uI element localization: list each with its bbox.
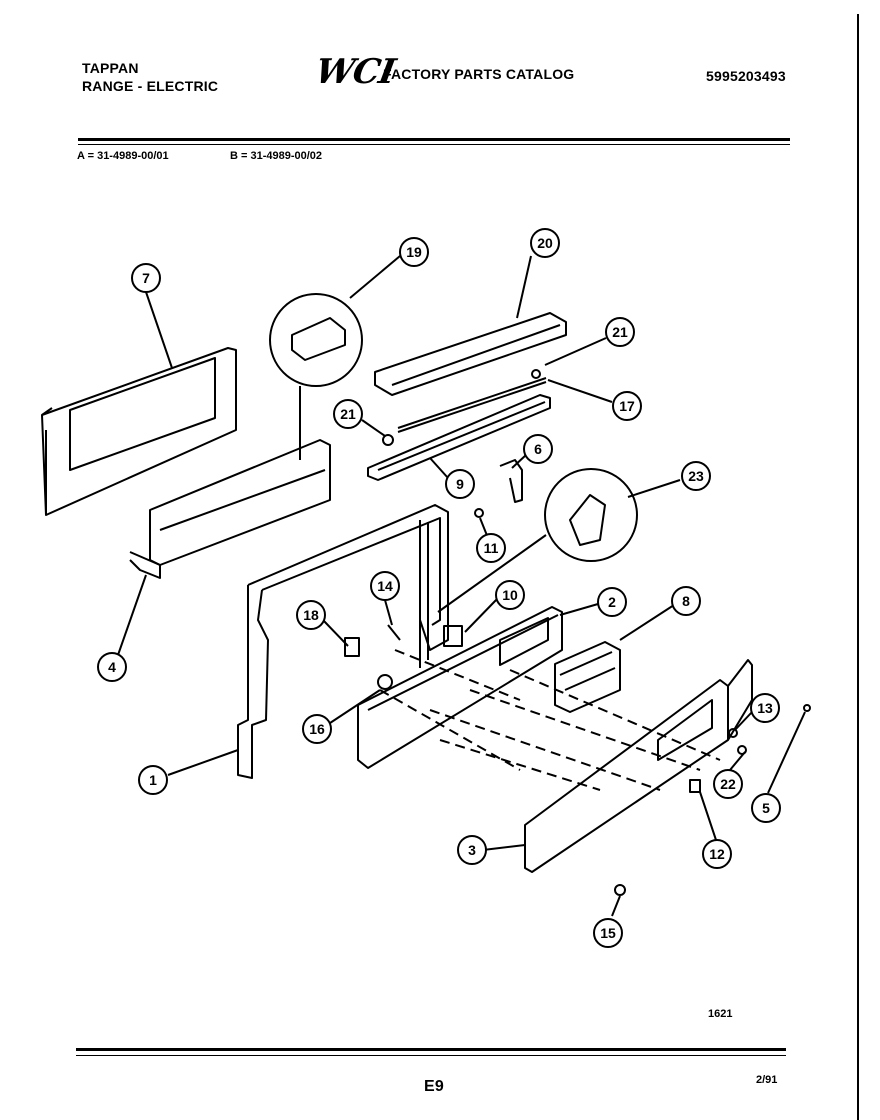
catalog-title: FACTORY PARTS CATALOG xyxy=(383,66,575,82)
callout-20 xyxy=(530,228,560,258)
brand-name: TAPPAN xyxy=(82,60,139,76)
callout-19 xyxy=(399,237,429,267)
callout-21b xyxy=(605,317,635,347)
part-2-control-bracket xyxy=(357,606,563,769)
part-11-screw xyxy=(474,508,484,518)
callout-label-19: 19 xyxy=(406,244,422,260)
product-type: RANGE - ELECTRIC xyxy=(82,78,219,94)
callout-10 xyxy=(495,580,525,610)
part-1-frame xyxy=(237,504,449,779)
part-7-back-panel xyxy=(41,347,237,516)
footer-date: 2/91 xyxy=(756,1074,778,1086)
part-9-rail xyxy=(367,394,551,481)
page-code: E9 xyxy=(424,1078,444,1095)
part-10-switch xyxy=(443,625,463,647)
callout-label-23: 23 xyxy=(688,468,704,484)
callout-label-2: 2 xyxy=(608,594,616,610)
callout-label-13: 13 xyxy=(757,700,773,716)
part-18-switch xyxy=(344,637,360,657)
callout-label-16: 16 xyxy=(309,721,325,737)
callout-label-7: 7 xyxy=(142,270,150,286)
part-15-knob-insert xyxy=(614,884,626,896)
callout-label-10: 10 xyxy=(502,587,518,603)
callout-label-21a: 21 xyxy=(340,406,356,422)
callout-label-14: 14 xyxy=(377,578,393,594)
callout-18 xyxy=(296,600,326,630)
footer-rule xyxy=(76,1048,786,1051)
callout-9 xyxy=(445,469,475,499)
drawing-number: 1621 xyxy=(708,1008,733,1020)
callout-label-6: 6 xyxy=(534,441,542,457)
part-21-clip-left xyxy=(382,434,394,446)
header-rule-thin xyxy=(78,144,790,145)
callout-11 xyxy=(476,533,506,563)
part-17-rod xyxy=(397,377,547,429)
catalog-number: 5995203493 xyxy=(706,68,786,84)
callout-16 xyxy=(302,714,332,744)
callout-label-1: 1 xyxy=(149,772,157,788)
callout-label-15: 15 xyxy=(600,925,616,941)
callout-label-21b: 21 xyxy=(612,324,628,340)
callout-4 xyxy=(97,652,127,682)
callout-label-17: 17 xyxy=(619,398,635,414)
part-16-knob xyxy=(377,674,393,690)
callout-label-12: 12 xyxy=(709,846,725,862)
callout-14 xyxy=(370,571,400,601)
callout-15 xyxy=(593,918,623,948)
callout-label-3: 3 xyxy=(468,842,476,858)
callout-label-8: 8 xyxy=(682,593,690,609)
callout-6 xyxy=(523,434,553,464)
callout-12 xyxy=(702,839,732,869)
part-13-screw xyxy=(728,728,738,738)
callout-22 xyxy=(713,769,743,799)
model-b: B = 31-4989-00/02 xyxy=(230,150,323,162)
callout-2 xyxy=(597,587,627,617)
model-a: A = 31-4989-00/01 xyxy=(77,150,169,162)
part-5-screw xyxy=(803,704,811,712)
callout-3 xyxy=(457,835,487,865)
footer-rule-thin xyxy=(76,1055,786,1056)
callout-5 xyxy=(751,793,781,823)
callout-21a xyxy=(333,399,363,429)
callout-13 xyxy=(750,693,780,723)
part-8-switch-block xyxy=(554,641,621,713)
callout-label-11: 11 xyxy=(483,540,499,556)
callout-7 xyxy=(131,263,161,293)
callout-23 xyxy=(681,461,711,491)
callout-17 xyxy=(612,391,642,421)
part-12-clip xyxy=(689,779,701,793)
part-6-bracket xyxy=(499,459,523,503)
part-14-spring xyxy=(387,624,401,641)
callout-label-5: 5 xyxy=(762,800,770,816)
callout-label-22: 22 xyxy=(720,776,736,792)
callout-1 xyxy=(138,765,168,795)
part-22-screw xyxy=(737,745,747,755)
callout-label-9: 9 xyxy=(456,476,464,492)
part-3-control-panel xyxy=(524,659,753,873)
part-4-rear-trim xyxy=(129,439,331,579)
part-21-clip-right xyxy=(531,369,541,379)
callout-label-18: 18 xyxy=(303,607,319,623)
callout-8 xyxy=(671,586,701,616)
header-rule xyxy=(78,138,790,141)
callout-label-4: 4 xyxy=(108,659,116,675)
callout-label-20: 20 xyxy=(537,235,553,251)
part-20-top-cover xyxy=(374,312,567,396)
